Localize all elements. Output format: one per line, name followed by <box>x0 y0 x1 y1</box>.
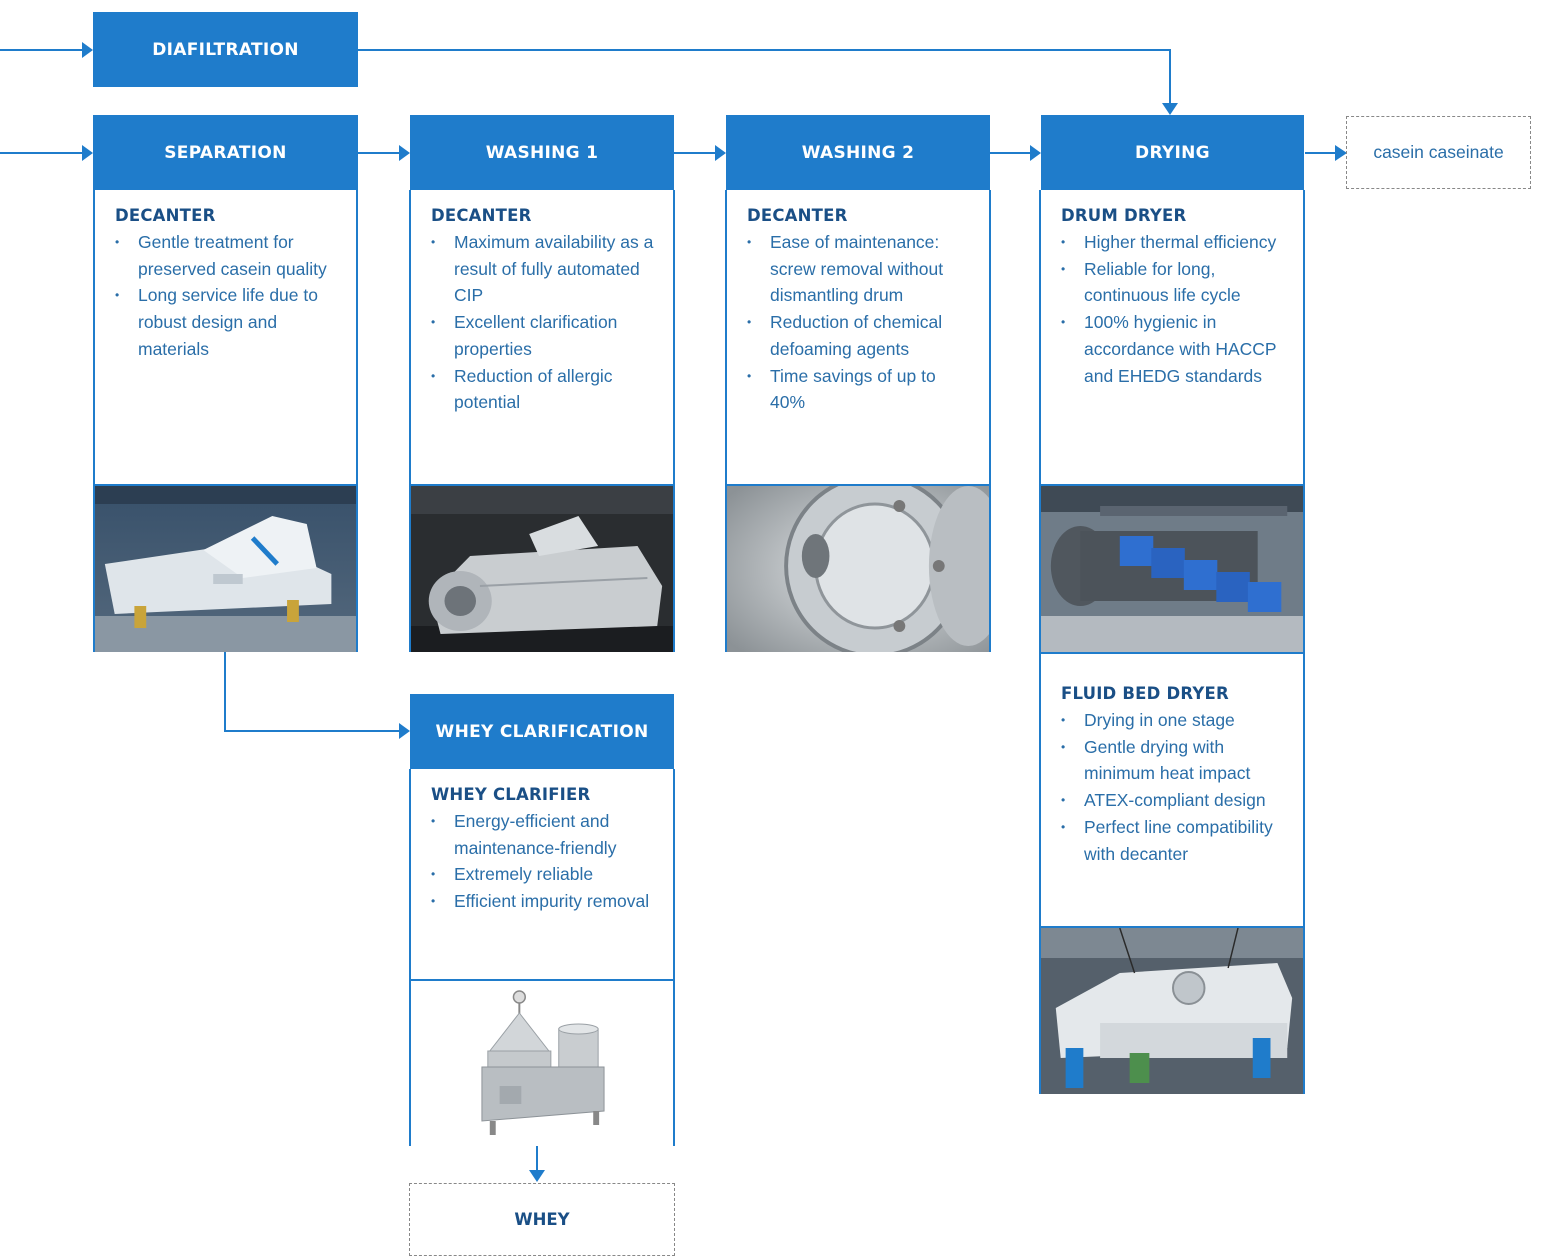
fluid-bed-dryer-photo <box>1041 926 1303 1094</box>
whey-clarifier-bullets: Energy-efficient and maintenance-friendl… <box>431 808 655 915</box>
washing2-decanter-photo <box>727 484 989 652</box>
arrow-icon <box>529 1170 545 1182</box>
washing1-decanter-photo <box>411 484 673 652</box>
fluid-bed-section: FLUID BED DRYER Drying in one stage Gent… <box>1041 668 1303 867</box>
washing2-card: DECANTER Ease of maintenance: screw remo… <box>725 190 991 652</box>
casein-output-box: casein caseinate <box>1346 116 1531 189</box>
whey-clarification-title: WHEY CLARIFICATION <box>435 721 649 742</box>
whey-clarifier-equipment: WHEY CLARIFIER <box>431 785 591 804</box>
separation-title: SEPARATION <box>164 142 287 163</box>
whey-output-box: WHEY <box>409 1183 675 1256</box>
washing2-header: WASHING 2 <box>726 115 990 190</box>
bullet-item: 100% hygienic in accordance with HACCP a… <box>1061 309 1285 389</box>
drying-bullets: Higher thermal efficiency Reliable for l… <box>1061 229 1285 389</box>
washing1-header: WASHING 1 <box>410 115 674 190</box>
separation-bullets: Gentle treatment for preserved casein qu… <box>115 229 338 363</box>
arrow-icon <box>399 145 410 161</box>
drying-equipment: DRUM DRYER <box>1061 206 1187 225</box>
arrow-icon <box>715 145 726 161</box>
arrow-icon <box>1162 103 1178 115</box>
drying-header: DRYING <box>1041 115 1304 190</box>
arrow-icon <box>399 723 410 739</box>
washing1-card: DECANTER Maximum availability as a resul… <box>409 190 675 652</box>
bullet-item: Gentle treatment for preserved casein qu… <box>115 229 338 282</box>
washing2-title: WASHING 2 <box>801 142 915 163</box>
bullet-item: Excellent clarification properties <box>431 309 655 362</box>
drying-card: DRUM DRYER Higher thermal efficiency Rel… <box>1039 190 1305 1094</box>
washing2-equipment: DECANTER <box>747 206 848 225</box>
bullet-item: Energy-efficient and maintenance-friendl… <box>431 808 655 861</box>
bullet-item: Gentle drying with minimum heat impact <box>1061 734 1285 787</box>
bullet-item: Long service life due to robust design a… <box>115 282 338 362</box>
washing1-equipment: DECANTER <box>431 206 532 225</box>
arrow-icon <box>82 145 93 161</box>
washing1-bullets: Maximum availability as a result of full… <box>431 229 655 416</box>
separation-equipment: DECANTER <box>115 206 216 225</box>
bullet-item: Reduction of chemical defoaming agents <box>747 309 971 362</box>
diafiltration-header: DIAFILTRATION <box>93 12 358 87</box>
diafiltration-title: DIAFILTRATION <box>152 39 299 60</box>
separation-card: DECANTER Gentle treatment for preserved … <box>93 190 358 652</box>
bullet-item: Reduction of allergic potential <box>431 363 655 416</box>
whey-output-label: WHEY <box>514 1210 570 1229</box>
separation-header: SEPARATION <box>93 115 358 190</box>
whey-clarification-header: WHEY CLARIFICATION <box>410 694 674 769</box>
bullet-item: Time savings of up to 40% <box>747 363 971 416</box>
bullet-item: Ease of maintenance: screw removal witho… <box>747 229 971 309</box>
fluid-bed-bullets: Drying in one stage Gentle drying with m… <box>1061 707 1285 867</box>
casein-output-label: casein caseinate <box>1373 142 1504 162</box>
drum-dryer-photo <box>1041 484 1303 654</box>
bullet-item: ATEX-compliant design <box>1061 787 1285 814</box>
drying-title: DRYING <box>1135 142 1210 163</box>
bullet-item: Perfect line compatibility with decanter <box>1061 814 1285 867</box>
whey-clarification-card: WHEY CLARIFIER Energy-efficient and main… <box>409 769 675 1146</box>
bullet-item: Drying in one stage <box>1061 707 1285 734</box>
separation-decanter-photo <box>95 484 356 652</box>
washing2-bullets: Ease of maintenance: screw removal witho… <box>747 229 971 416</box>
bullet-item: Maximum availability as a result of full… <box>431 229 655 309</box>
arrow-icon <box>82 42 93 58</box>
arrow-icon <box>1030 145 1041 161</box>
bullet-item: Efficient impurity removal <box>431 888 655 915</box>
bullet-item: Reliable for long, continuous life cycle <box>1061 256 1285 309</box>
fluid-bed-equipment: FLUID BED DRYER <box>1061 684 1229 703</box>
separator-photo <box>411 979 673 1146</box>
bullet-item: Extremely reliable <box>431 861 655 888</box>
bullet-item: Higher thermal efficiency <box>1061 229 1285 256</box>
washing1-title: WASHING 1 <box>485 142 599 163</box>
